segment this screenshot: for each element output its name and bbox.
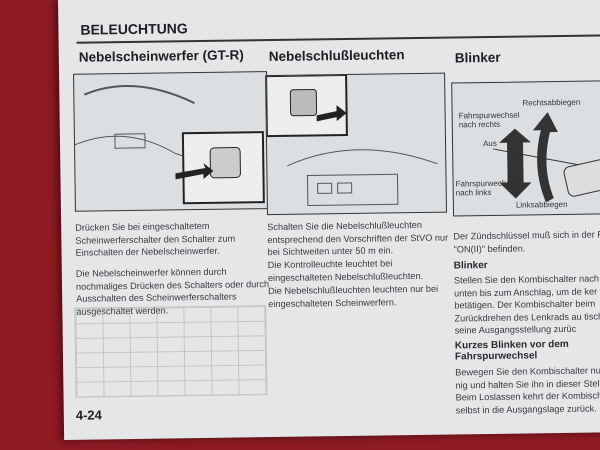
page-number: 4-24 bbox=[75, 407, 102, 423]
ignition-note: Der Zündschlüssel muß sich in der Pos "O… bbox=[453, 229, 600, 255]
fog-lights-paragraph-1: Drücken Sie bei eingeschaltetem Scheinwe… bbox=[75, 220, 236, 258]
subheading-blinker: Blinker bbox=[453, 260, 488, 272]
blinker-paragraph: Stellen Sie den Kombischalter nach oder … bbox=[453, 273, 600, 336]
section-title: BELEUCHTUNG bbox=[80, 20, 188, 38]
label-left-turn: Linksabbiegen bbox=[515, 199, 568, 210]
label-off: Aus bbox=[482, 138, 497, 149]
rear-fog-paragraph-2: Die Kontrolleuchte leuchtet bei eingesch… bbox=[267, 258, 424, 283]
turn-signal-diagram: Rechtsabbiegen Fahrspurwechsel nach rech… bbox=[451, 80, 600, 217]
fog-light-illustration bbox=[73, 71, 269, 212]
label-right-turn: Rechtsabbiegen bbox=[522, 97, 581, 108]
lane-change-paragraph: Bewegen Sie den Kombischalter nur ein ni… bbox=[455, 365, 600, 416]
turn-lever-drawing bbox=[493, 112, 600, 203]
manual-page: BELEUCHTUNG Nebelscheinwerfer (GT-R) Drü… bbox=[58, 0, 600, 440]
label-lane-change-left: Fahrspurwechsel nach links bbox=[455, 178, 517, 198]
heading-turn-signal: Blinker bbox=[454, 49, 501, 66]
rear-fog-paragraph-1: Schalten Sie die Nebelschlußleuchten ent… bbox=[267, 219, 449, 258]
rear-fog-switch-drawing bbox=[265, 73, 438, 207]
subheading-lane-change: Kurzes Blinken vor dem Fahrspurwechsel bbox=[454, 338, 569, 363]
faded-table bbox=[74, 305, 268, 398]
label-lane-change-right: Fahrspurwechsel nach rechts bbox=[458, 110, 520, 130]
heading-rear-fog-lights: Nebelschlußleuchten bbox=[268, 47, 405, 65]
rear-fog-paragraph-3: Die Nebelschlußleuchten leuchten nur bei… bbox=[268, 283, 439, 309]
heading-fog-lights: Nebelscheinwerfer (GT-R) bbox=[78, 47, 244, 65]
rear-fog-light-illustration bbox=[265, 72, 448, 216]
dashboard-drawing bbox=[74, 85, 265, 205]
